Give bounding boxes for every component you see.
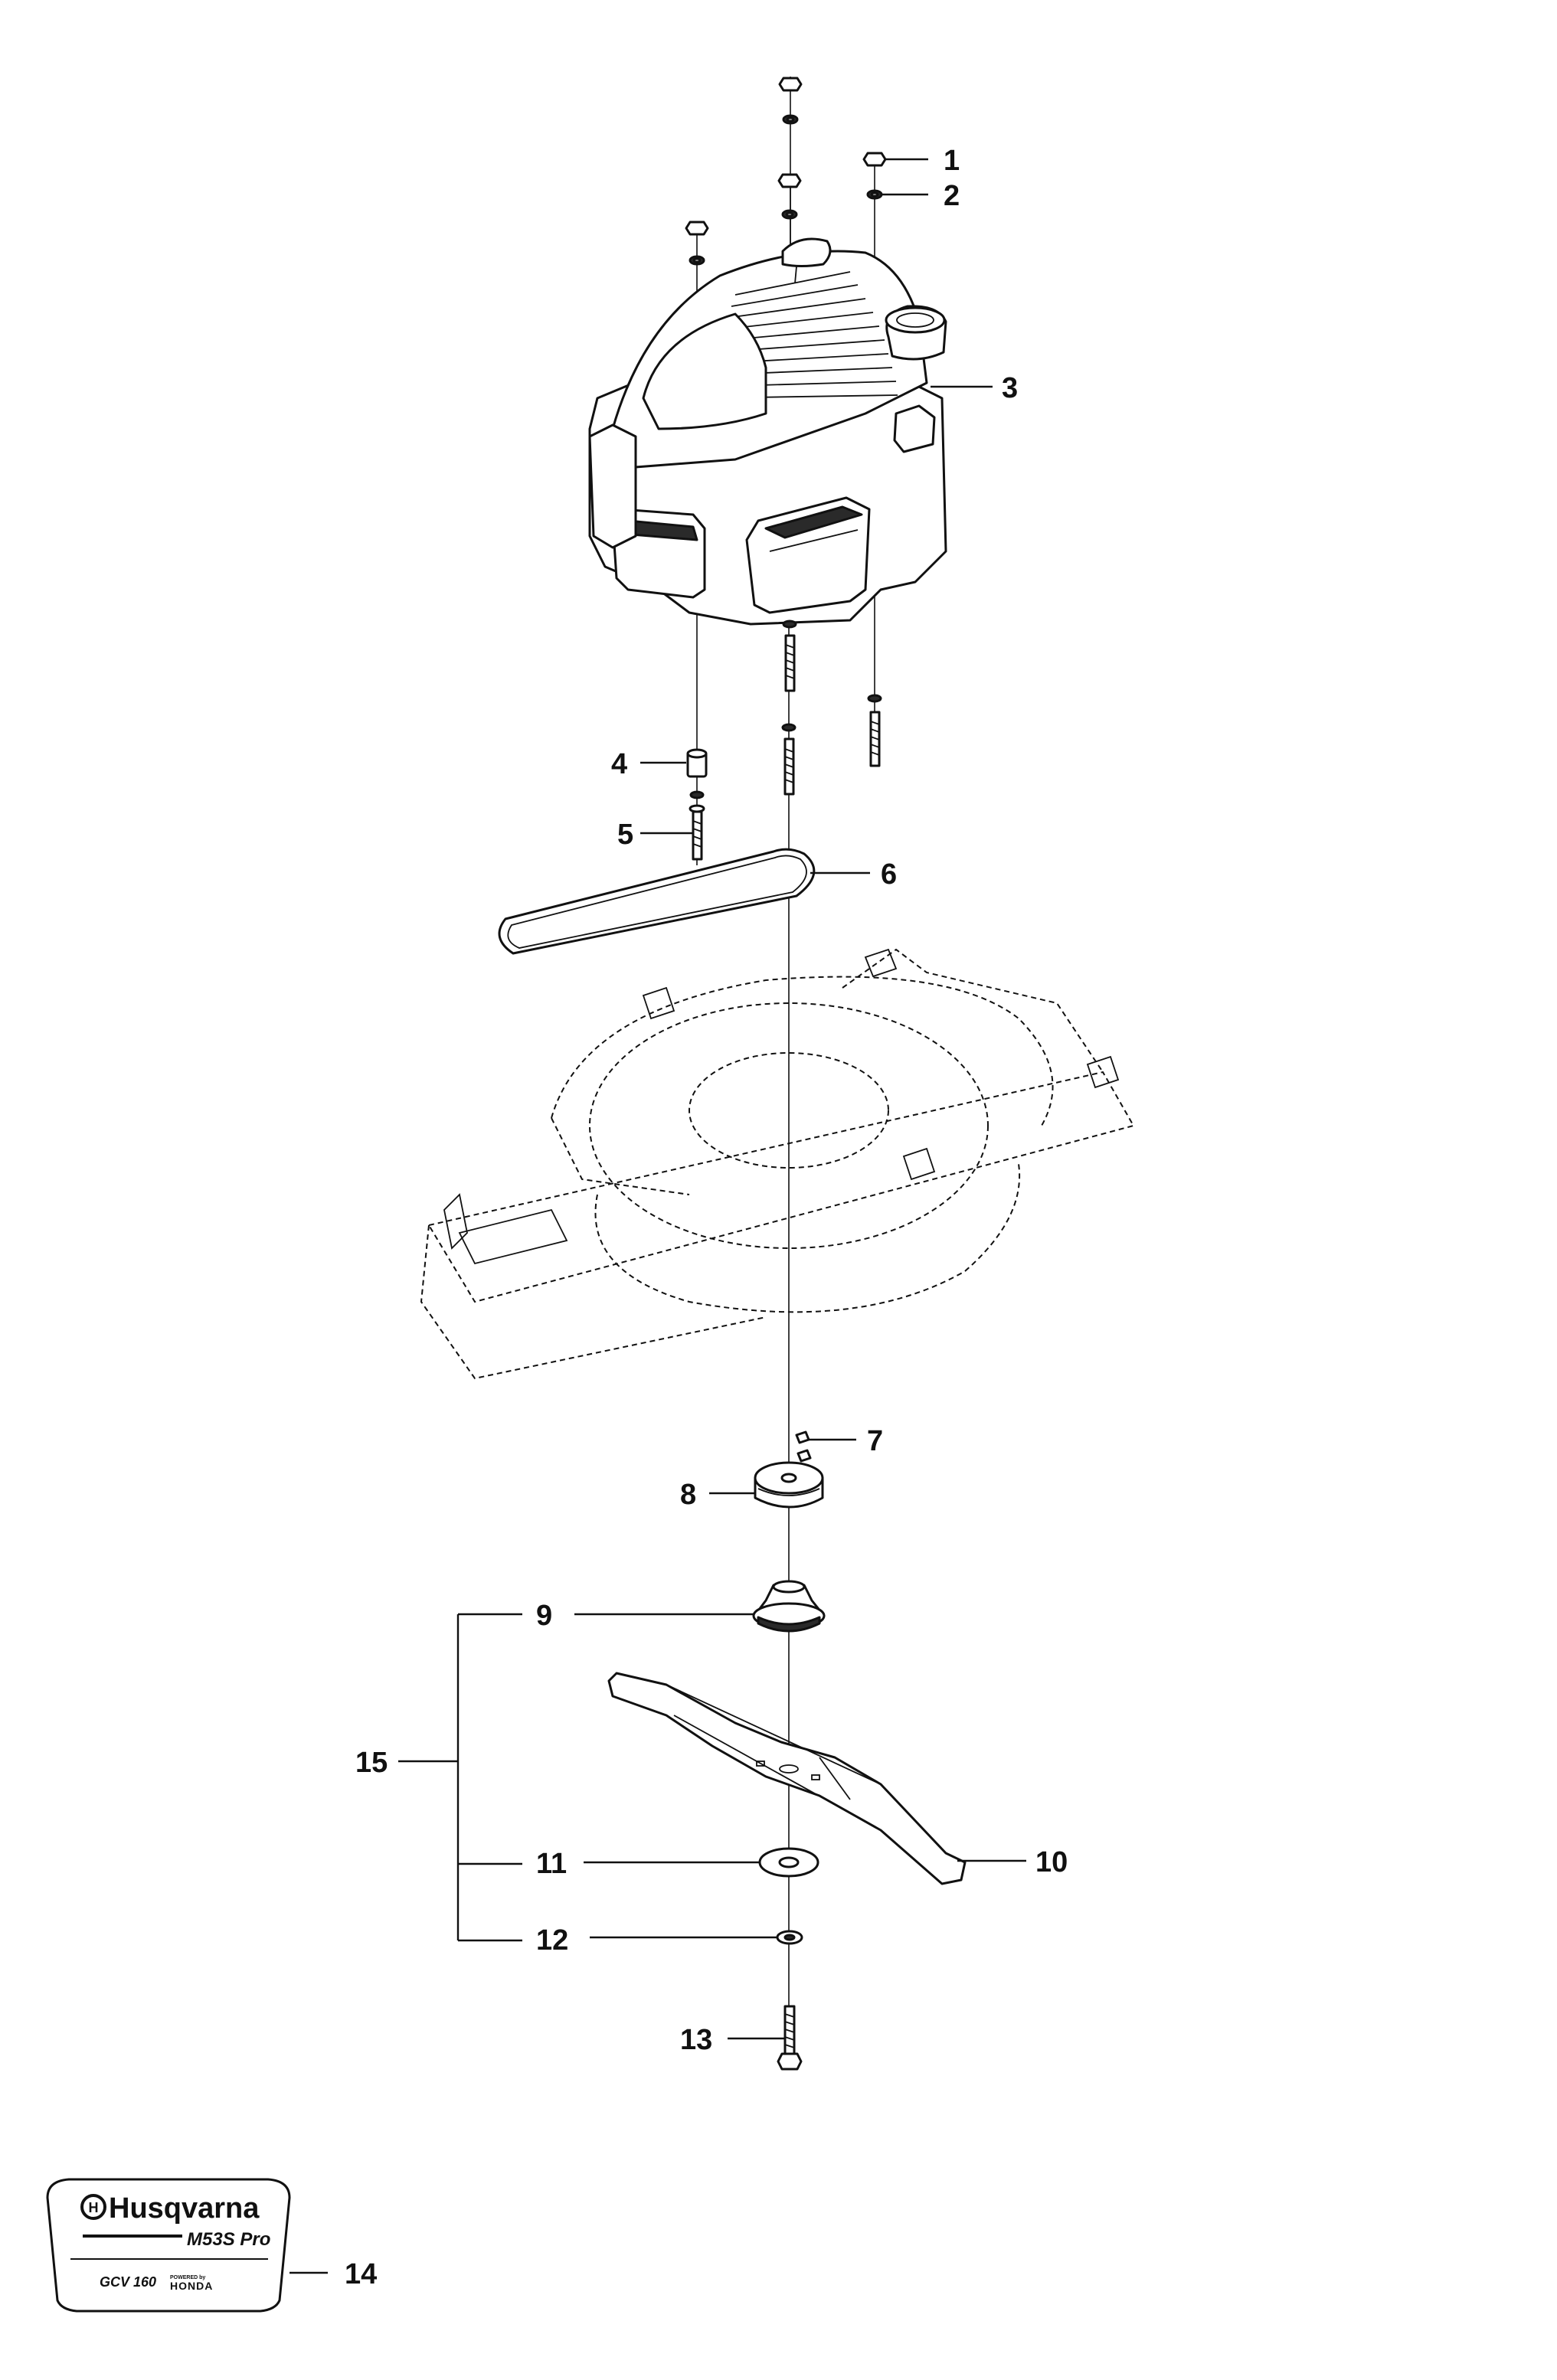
blade-hub <box>752 1580 826 1633</box>
decal-engine-brand: HONDA <box>170 2280 213 2292</box>
callout-5: 5 <box>617 819 633 851</box>
engine-bolt-axis <box>781 723 796 796</box>
callout-13: 13 <box>680 2024 712 2056</box>
svg-text:H: H <box>89 2200 99 2215</box>
leader-lines <box>289 158 1026 2274</box>
engine-bolt-center <box>782 620 797 692</box>
lock-washer <box>776 1930 803 1945</box>
callout-4: 4 <box>611 748 627 780</box>
callout-15: 15 <box>355 1747 388 1779</box>
blade-washer <box>758 1847 819 1878</box>
callout-10: 10 <box>1035 1846 1068 1878</box>
bolt <box>689 804 705 861</box>
callout-6: 6 <box>881 858 897 891</box>
callout-14: 14 <box>345 2258 377 2290</box>
nut-washer-stack-right <box>862 152 887 200</box>
nut-washer-stack-center <box>778 77 803 125</box>
callout-8: 8 <box>680 1479 696 1511</box>
engine <box>588 237 947 626</box>
decal-brand: Husqvarna <box>109 2192 260 2225</box>
model-decal: H Husqvarna M53S Pro GCV 160 POWERED by … <box>46 2178 291 2313</box>
callout-12: 12 <box>536 1924 568 1957</box>
muffler <box>745 496 871 614</box>
starter-handle <box>781 237 832 284</box>
decal-powered-by: POWERED by <box>170 2275 205 2280</box>
woodruff-key <box>795 1430 812 1463</box>
engine-bolt-right <box>867 694 882 767</box>
husqvarna-logo-icon: H <box>80 2194 106 2220</box>
decal-model: M53S Pro <box>187 2229 270 2250</box>
callout-2: 2 <box>944 180 960 212</box>
pulley <box>754 1461 824 1509</box>
callout-7: 7 <box>867 1425 883 1457</box>
spacer <box>686 748 708 778</box>
callout-11: 11 <box>536 1848 567 1880</box>
spacer-washer <box>689 790 705 799</box>
callout-3: 3 <box>1002 372 1018 404</box>
decal-engine: GCV 160 <box>100 2274 156 2290</box>
drive-belt <box>498 848 816 955</box>
callout-1: 1 <box>944 145 960 177</box>
mower-deck <box>420 948 1135 1380</box>
nut-washer-stack-rear <box>777 173 802 220</box>
nut-washer-stack-left <box>685 221 709 266</box>
blade-bolt <box>777 2005 803 2071</box>
callout-9: 9 <box>536 1600 552 1632</box>
fuel-cap <box>885 305 947 361</box>
callout-labels: 1 2 3 4 5 6 7 8 9 10 11 12 13 14 15 <box>345 145 1068 2290</box>
mower-blade <box>607 1672 967 1885</box>
